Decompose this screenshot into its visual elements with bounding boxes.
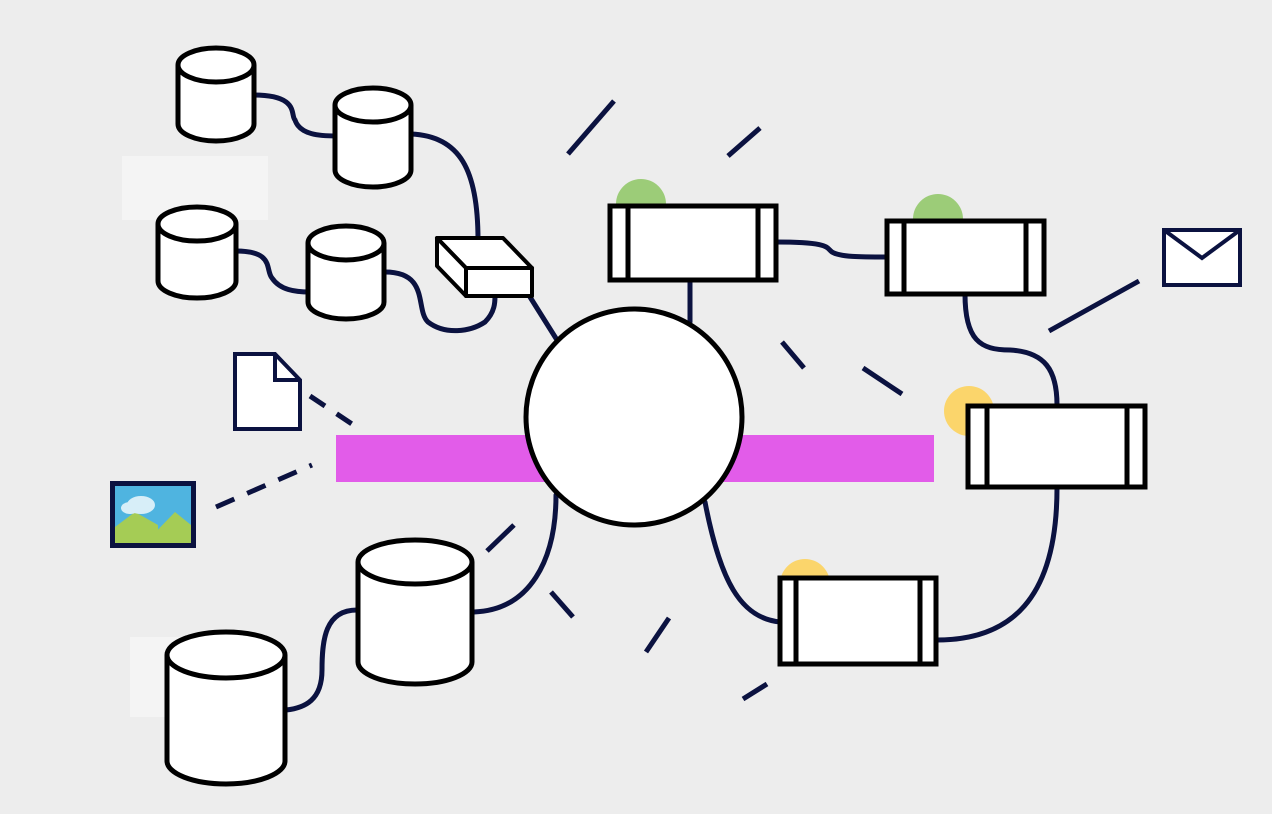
database-4[interactable]: [305, 223, 387, 322]
dashed-links: [214, 393, 360, 510]
database-6[interactable]: [164, 629, 288, 787]
accent-stroke: [780, 340, 806, 370]
dashed-link-image: [214, 462, 314, 510]
server-1[interactable]: [607, 203, 779, 283]
accent-stroke: [643, 616, 672, 654]
server-2[interactable]: [884, 218, 1047, 297]
connector-hub-server4: [702, 499, 783, 625]
connector-db1-db2: [250, 92, 340, 139]
database-2[interactable]: [332, 85, 414, 190]
connector-switch-hub: [527, 294, 560, 343]
connector-server1-server2: [773, 239, 890, 260]
connector-db5-db6: [283, 607, 360, 713]
envelope-icon: [1162, 228, 1242, 287]
database-1[interactable]: [175, 45, 257, 144]
accent-stroke: [549, 590, 575, 619]
central-hub[interactable]: [523, 306, 745, 528]
connector-server2-server3: [962, 291, 1060, 408]
accent-stroke: [485, 523, 516, 553]
connector-db4-switch: [382, 269, 498, 334]
accent-stroke: [566, 99, 616, 156]
server-3[interactable]: [965, 403, 1148, 490]
database-3[interactable]: [155, 204, 239, 301]
dashed-link-document: [308, 393, 360, 431]
accent-stroke: [741, 681, 769, 702]
accent-stroke: [861, 365, 904, 397]
accent-strokes: [485, 99, 1141, 702]
document-icon: [233, 352, 302, 431]
database-5[interactable]: [355, 537, 475, 687]
connector-db3-db4: [233, 248, 313, 295]
network-switch[interactable]: [435, 236, 534, 298]
connector-server3-server4: [934, 485, 1060, 643]
server-4[interactable]: [777, 575, 939, 667]
connector-hub-db5: [471, 492, 559, 615]
accent-stroke: [1047, 278, 1141, 334]
connectors: [233, 92, 1060, 713]
connector-db2-switch: [408, 131, 481, 243]
accent-stroke: [726, 126, 762, 158]
image-icon: [110, 481, 196, 548]
